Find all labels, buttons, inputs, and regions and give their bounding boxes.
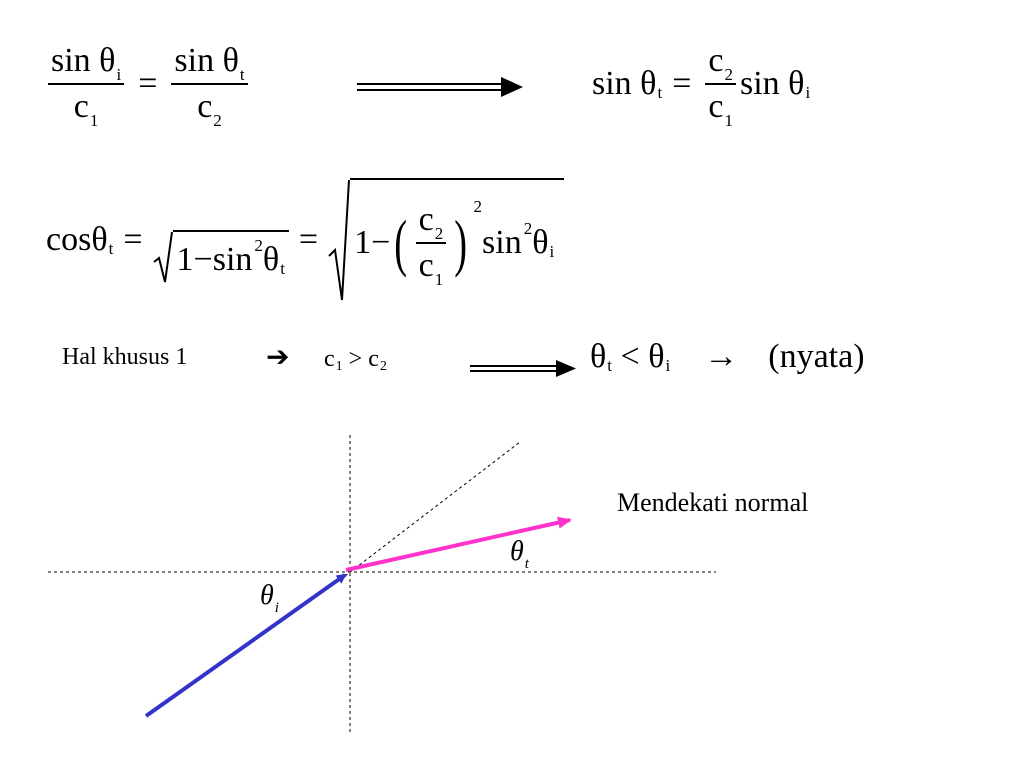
greater-than: > [342,346,369,372]
superscript: 2 [254,236,263,255]
subscript: t [524,556,529,572]
denominator-text: c [708,88,724,125]
incident-ray [144,573,347,718]
radical-icon [328,179,351,301]
theta-t-label: θt [510,536,529,572]
left-paren: ( [394,207,408,278]
denominator-text: c [197,88,213,125]
subscript: i [665,356,671,375]
subscript: 1 [89,111,99,130]
subscript: 2 [724,65,733,84]
fraction-sin-theta-i-over-c1: sin θi c1 [48,42,125,130]
mendekati-normal-label: Mendekati normal [617,488,809,517]
arrow-glyph: → [704,338,739,375]
theta-i-label: θi [260,580,279,616]
subscript: 2 [434,224,444,243]
radicand-text: 1−sin [176,241,253,278]
subscript: 1 [434,270,444,289]
implies-arrow-icon [357,77,523,97]
equals-sign: = [123,221,143,258]
denominator-text: c [73,88,89,125]
superscript: 2 [523,219,533,238]
subscript: 2 [213,111,222,130]
arrow-glyph: ➔ [266,342,290,373]
equals-sign: = [138,65,158,102]
subscript: i [274,600,279,616]
equals-sign: = [672,65,692,102]
theta-text: θ [262,241,280,278]
subscript: 2 [379,358,387,374]
theta-text: θ [648,338,665,375]
implies-arrow-icon [470,360,576,377]
theta-text: θ [532,224,549,261]
subscript: i [116,65,122,84]
subscript: i [805,83,811,102]
denominator-text: c [418,247,434,284]
snell-ratio-equation: sin θi c1 = sin θt c2 [44,42,252,130]
theta-text: θ [260,580,274,611]
subscript: 1 [335,358,343,374]
right-arrow-icon: ➔ [266,340,289,374]
subscript: t [280,259,285,278]
c-text: c [324,346,335,372]
subscript: t [607,356,613,375]
equals-sign: = [298,221,319,258]
numerator-text: sin θ [51,42,116,79]
refracted-ray [345,516,572,572]
undeviated-path-line [344,441,521,577]
subscript: i [549,242,555,261]
sin-theta-text: sin θ [739,65,805,102]
right-paren: ) [454,207,468,278]
less-than: < [612,338,649,375]
theta-text: θ [510,536,524,567]
sin-theta-text: sin θ [592,65,657,102]
special-case-text: Hal khusus 1 [62,344,188,370]
theta-text: θ [590,338,607,375]
radical-icon [152,231,173,283]
fraction-c2-over-c1: c2 c1 [705,42,736,130]
numerator-text: c [708,42,724,79]
nyata-note: (nyata) [768,338,865,375]
numerator-text: c [418,201,434,238]
cos-theta-text: cosθ [46,221,108,258]
subscript: t [657,83,663,102]
sin-text: sin [482,224,522,261]
radicand-text: 1− [354,224,391,261]
subscript: t [108,239,114,258]
fraction-c2-over-c1: c2 c1 [415,201,447,289]
c-text: c [368,346,379,372]
subscript: t [239,65,245,84]
numerator-text: sin θ [174,42,239,79]
special-case-label: Hal khusus 1 [62,344,187,371]
subscript: 1 [724,111,733,130]
fraction-sin-theta-t-over-c2: sin θt c2 [171,42,248,130]
superscript: 2 [473,197,483,216]
